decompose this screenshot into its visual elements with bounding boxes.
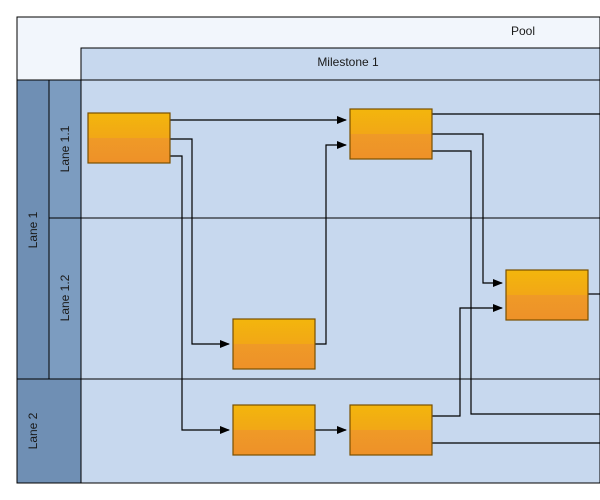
sublane-1-2-label: Lane 1.2 xyxy=(58,274,72,321)
tasks xyxy=(87,108,589,456)
sublane-1-1-label: Lane 1.1 xyxy=(58,125,72,172)
edge xyxy=(432,133,503,287)
sublane-1-1-header xyxy=(48,79,82,219)
pool-label: Pool xyxy=(511,24,535,38)
sublane-1-2-header xyxy=(48,217,82,380)
lane-1-header xyxy=(16,79,50,380)
task-node[interactable] xyxy=(349,108,433,160)
edges xyxy=(170,113,600,444)
milestone-header xyxy=(80,47,600,81)
lane-1-label: Lane 1 xyxy=(26,211,40,248)
task-node[interactable] xyxy=(349,404,433,456)
task-node[interactable] xyxy=(505,269,589,321)
task-node[interactable] xyxy=(232,318,316,370)
milestone-label: Milestone 1 xyxy=(317,55,379,69)
lane-2-label: Lane 2 xyxy=(26,412,40,449)
edge xyxy=(170,155,230,434)
task-node[interactable] xyxy=(232,404,316,456)
edge xyxy=(432,150,600,415)
edge xyxy=(315,141,347,345)
edge xyxy=(432,304,503,417)
edge xyxy=(170,138,230,348)
task-node[interactable] xyxy=(87,112,171,164)
